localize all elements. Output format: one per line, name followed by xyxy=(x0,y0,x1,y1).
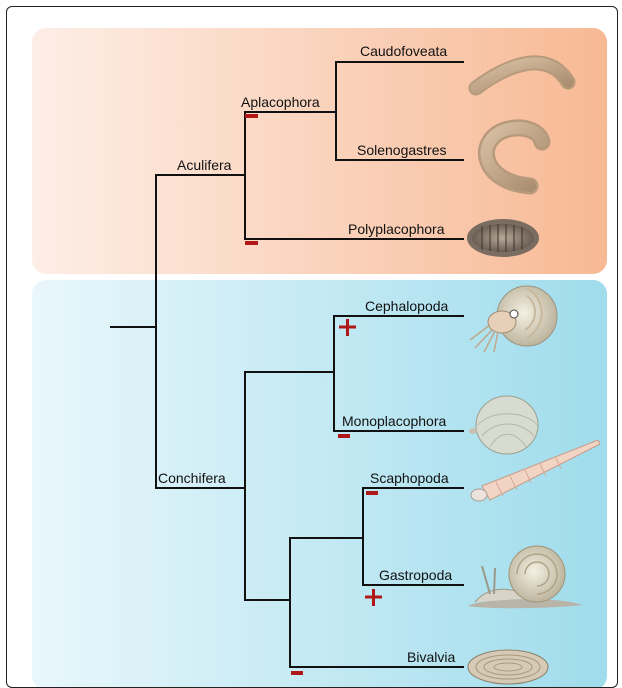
label-bivalvia: Bivalvia xyxy=(407,649,455,665)
label-caudofoveata: Caudofoveata xyxy=(360,43,447,59)
bivalvia-illustration xyxy=(468,650,548,684)
label-conchifera: Conchifera xyxy=(158,470,226,486)
minus-marker-polyplacophora xyxy=(245,241,258,245)
minus-marker-aplacophora xyxy=(245,114,258,118)
label-solenogastres: Solenogastres xyxy=(357,142,447,158)
label-cephalopoda: Cephalopoda xyxy=(365,298,449,314)
minus-marker-scaphopoda xyxy=(366,491,378,495)
minus-marker-bivalvia xyxy=(291,671,303,675)
label-scaphopoda: Scaphopoda xyxy=(370,470,449,486)
label-monoplacophora: Monoplacophora xyxy=(342,413,447,429)
label-aplacophora: Aplacophora xyxy=(241,94,320,110)
label-polyplacophora: Polyplacophora xyxy=(348,221,445,237)
label-gastropoda: Gastropoda xyxy=(379,567,452,583)
label-aculifera: Aculifera xyxy=(177,157,232,173)
polyplacophora-illustration xyxy=(467,219,539,257)
minus-marker-monoplacophora xyxy=(338,434,350,438)
